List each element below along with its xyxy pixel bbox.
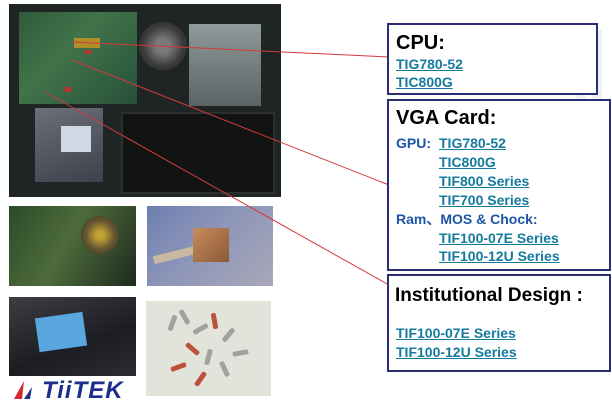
institutional-title: Institutional Design : [395,285,583,306]
fan [81,216,119,254]
chip [74,38,100,48]
ram-label: Ram、MOS & Chock: [396,211,538,227]
gpu-label: GPU: [396,135,431,151]
logo-mark-icon [14,381,32,399]
battery [121,112,275,194]
inst-link-tif100-07e[interactable]: TIF100-07E Series [396,325,516,341]
gpu-link-tig780[interactable]: TIG780-52 [439,135,506,151]
cpu-link-tig780[interactable]: TIG780-52 [396,56,463,72]
ram-link-tif100-07e[interactable]: TIF100-07E Series [439,230,559,246]
laptop-motherboard-photo [9,4,281,197]
pad-piece [192,322,209,336]
heatsink-photo [147,206,273,286]
tiitek-logo: TiiTEK [12,377,123,407]
institutional-design-callout: Institutional Design : TIF100-07E Series… [387,274,611,372]
vga-card-callout: VGA Card: GPU: TIG780-52 TIC800G TIF800 … [387,99,611,271]
motherboard [19,12,137,104]
gpu-link-tic800g[interactable]: TIC800G [439,154,496,170]
pad-piece [184,341,201,357]
copper-plate [193,228,229,262]
ram-link-tif100-12u[interactable]: TIF100-12U Series [439,248,560,264]
inst-link-tif100-12u[interactable]: TIF100-12U Series [396,344,517,360]
pad-piece [167,314,178,332]
pad-piece [232,349,249,357]
cpu-marker [85,50,91,54]
vga-title: VGA Card: [396,107,497,129]
pad-piece [178,308,191,326]
pad-piece [210,312,219,330]
cpu-title: CPU: [396,32,445,54]
pad-piece [170,361,187,373]
cpu-link-tic800g[interactable]: TIC800G [396,74,453,90]
pad-piece [218,360,231,378]
gpu-link-tif800[interactable]: TIF800 Series [439,173,530,189]
pad-piece [193,371,208,387]
cooling-fan-photo [9,206,136,286]
cpu-callout: CPU: TIG780-52 TIC800G [387,23,598,95]
pad-piece [204,348,213,366]
thermal-pad [34,311,88,353]
vga-marker [65,87,71,92]
logo-text: TiiTEK [42,377,124,404]
drive-label [61,126,91,152]
thermal-pads-pile-photo [146,301,271,396]
fan [139,22,187,70]
gpu-link-tif700[interactable]: TIF700 Series [439,192,530,208]
heatsink [189,24,261,106]
pad-piece [221,327,236,343]
thermal-pad-photo [9,297,136,376]
